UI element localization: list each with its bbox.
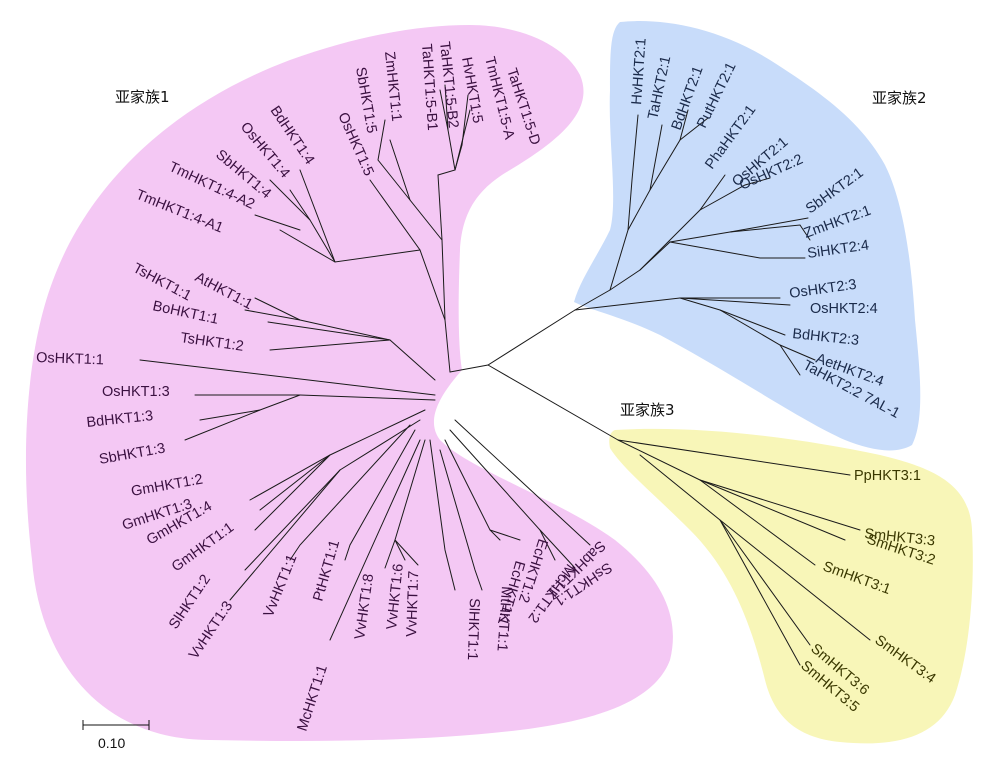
leaf-label: VvHKT1:6 bbox=[384, 563, 407, 630]
leaf-label: TaHKT1:5-B1 bbox=[418, 43, 440, 131]
branch-g1-w bbox=[254, 454, 331, 531]
branch-g1-b bbox=[454, 94, 469, 171]
leaf-label: OsHKT2:4 bbox=[810, 301, 878, 317]
leaf-label: SlHKT1:1 bbox=[464, 598, 482, 661]
leaf-label: VvHKT1:7 bbox=[404, 571, 422, 638]
branch-g1-ai bbox=[489, 529, 521, 541]
branch-g3-stem bbox=[487, 364, 619, 441]
leaf-label: MtHKT1:1 bbox=[493, 586, 514, 652]
branch-g3-d bbox=[699, 479, 816, 566]
branch-g2-a bbox=[609, 114, 639, 291]
branch-g1-v bbox=[259, 454, 331, 511]
branch-g2-f bbox=[699, 177, 771, 211]
leaf-label: OsHKT1:1 bbox=[36, 350, 104, 368]
leaf-label: PpHKT3:1 bbox=[854, 468, 921, 484]
branch-g1-ak bbox=[539, 529, 576, 569]
branch-g1-y bbox=[229, 469, 341, 601]
branch-g1-ad bbox=[394, 539, 406, 561]
leaf-label: BdHKT2:3 bbox=[792, 326, 860, 349]
group-label-subfamily-1: 亚家族1 bbox=[115, 88, 170, 106]
branch-g1-ae bbox=[394, 539, 419, 566]
branch-g1-o bbox=[244, 309, 301, 321]
branch-g1-ab bbox=[329, 439, 421, 641]
leaf-label: HvHKT2:1 bbox=[629, 37, 650, 105]
leaf-label: ZmHKT1:1 bbox=[381, 51, 404, 122]
branch-g2-inner bbox=[574, 241, 671, 311]
branch-g1-t bbox=[184, 409, 261, 441]
branch-backbone bbox=[449, 309, 576, 373]
branch-g1-aa bbox=[344, 429, 416, 561]
group-label-subfamily-2: 亚家族2 bbox=[872, 89, 927, 107]
leaf-label: BdHKT1:3 bbox=[86, 408, 154, 431]
group-label-subfamily-3: 亚家族3 bbox=[620, 401, 675, 419]
subfamily-1-region bbox=[25, 25, 673, 741]
branch-g1-d bbox=[439, 89, 449, 131]
branch-g1-af bbox=[429, 439, 456, 591]
tree-branches bbox=[139, 84, 871, 666]
branch-g1-p bbox=[269, 339, 391, 351]
branch-g1-k bbox=[279, 229, 336, 263]
branch-g3-a bbox=[617, 439, 851, 476]
branch-g1-j bbox=[289, 189, 311, 221]
branch-g1-l bbox=[254, 214, 301, 231]
branch-g3-g bbox=[719, 519, 801, 666]
branch-g1-q bbox=[139, 359, 436, 396]
branch-g2-n bbox=[779, 344, 801, 376]
subfamily-3-region bbox=[609, 428, 973, 744]
branch-g1-ag bbox=[439, 449, 483, 591]
branch-g1-stem bbox=[437, 174, 451, 373]
branch-g1-z bbox=[289, 424, 411, 561]
subfamily-2-region bbox=[574, 21, 921, 451]
branch-g2-k bbox=[679, 297, 791, 306]
branch-g3-c bbox=[699, 479, 846, 541]
leaf-label: OsHKT1:3 bbox=[102, 384, 170, 400]
branch-g3-f bbox=[719, 519, 811, 646]
leaf-label: SmHKT3:3 bbox=[864, 526, 936, 549]
branch-g2-h bbox=[729, 224, 811, 241]
branch-g2-d bbox=[679, 117, 709, 141]
branch-g1-al bbox=[454, 419, 591, 546]
scale-bar-label: 0.10 bbox=[98, 735, 125, 751]
branch-g2-i bbox=[669, 241, 806, 259]
branch-g1-f bbox=[377, 119, 411, 201]
scale-bar: 0.10 bbox=[82, 720, 150, 751]
